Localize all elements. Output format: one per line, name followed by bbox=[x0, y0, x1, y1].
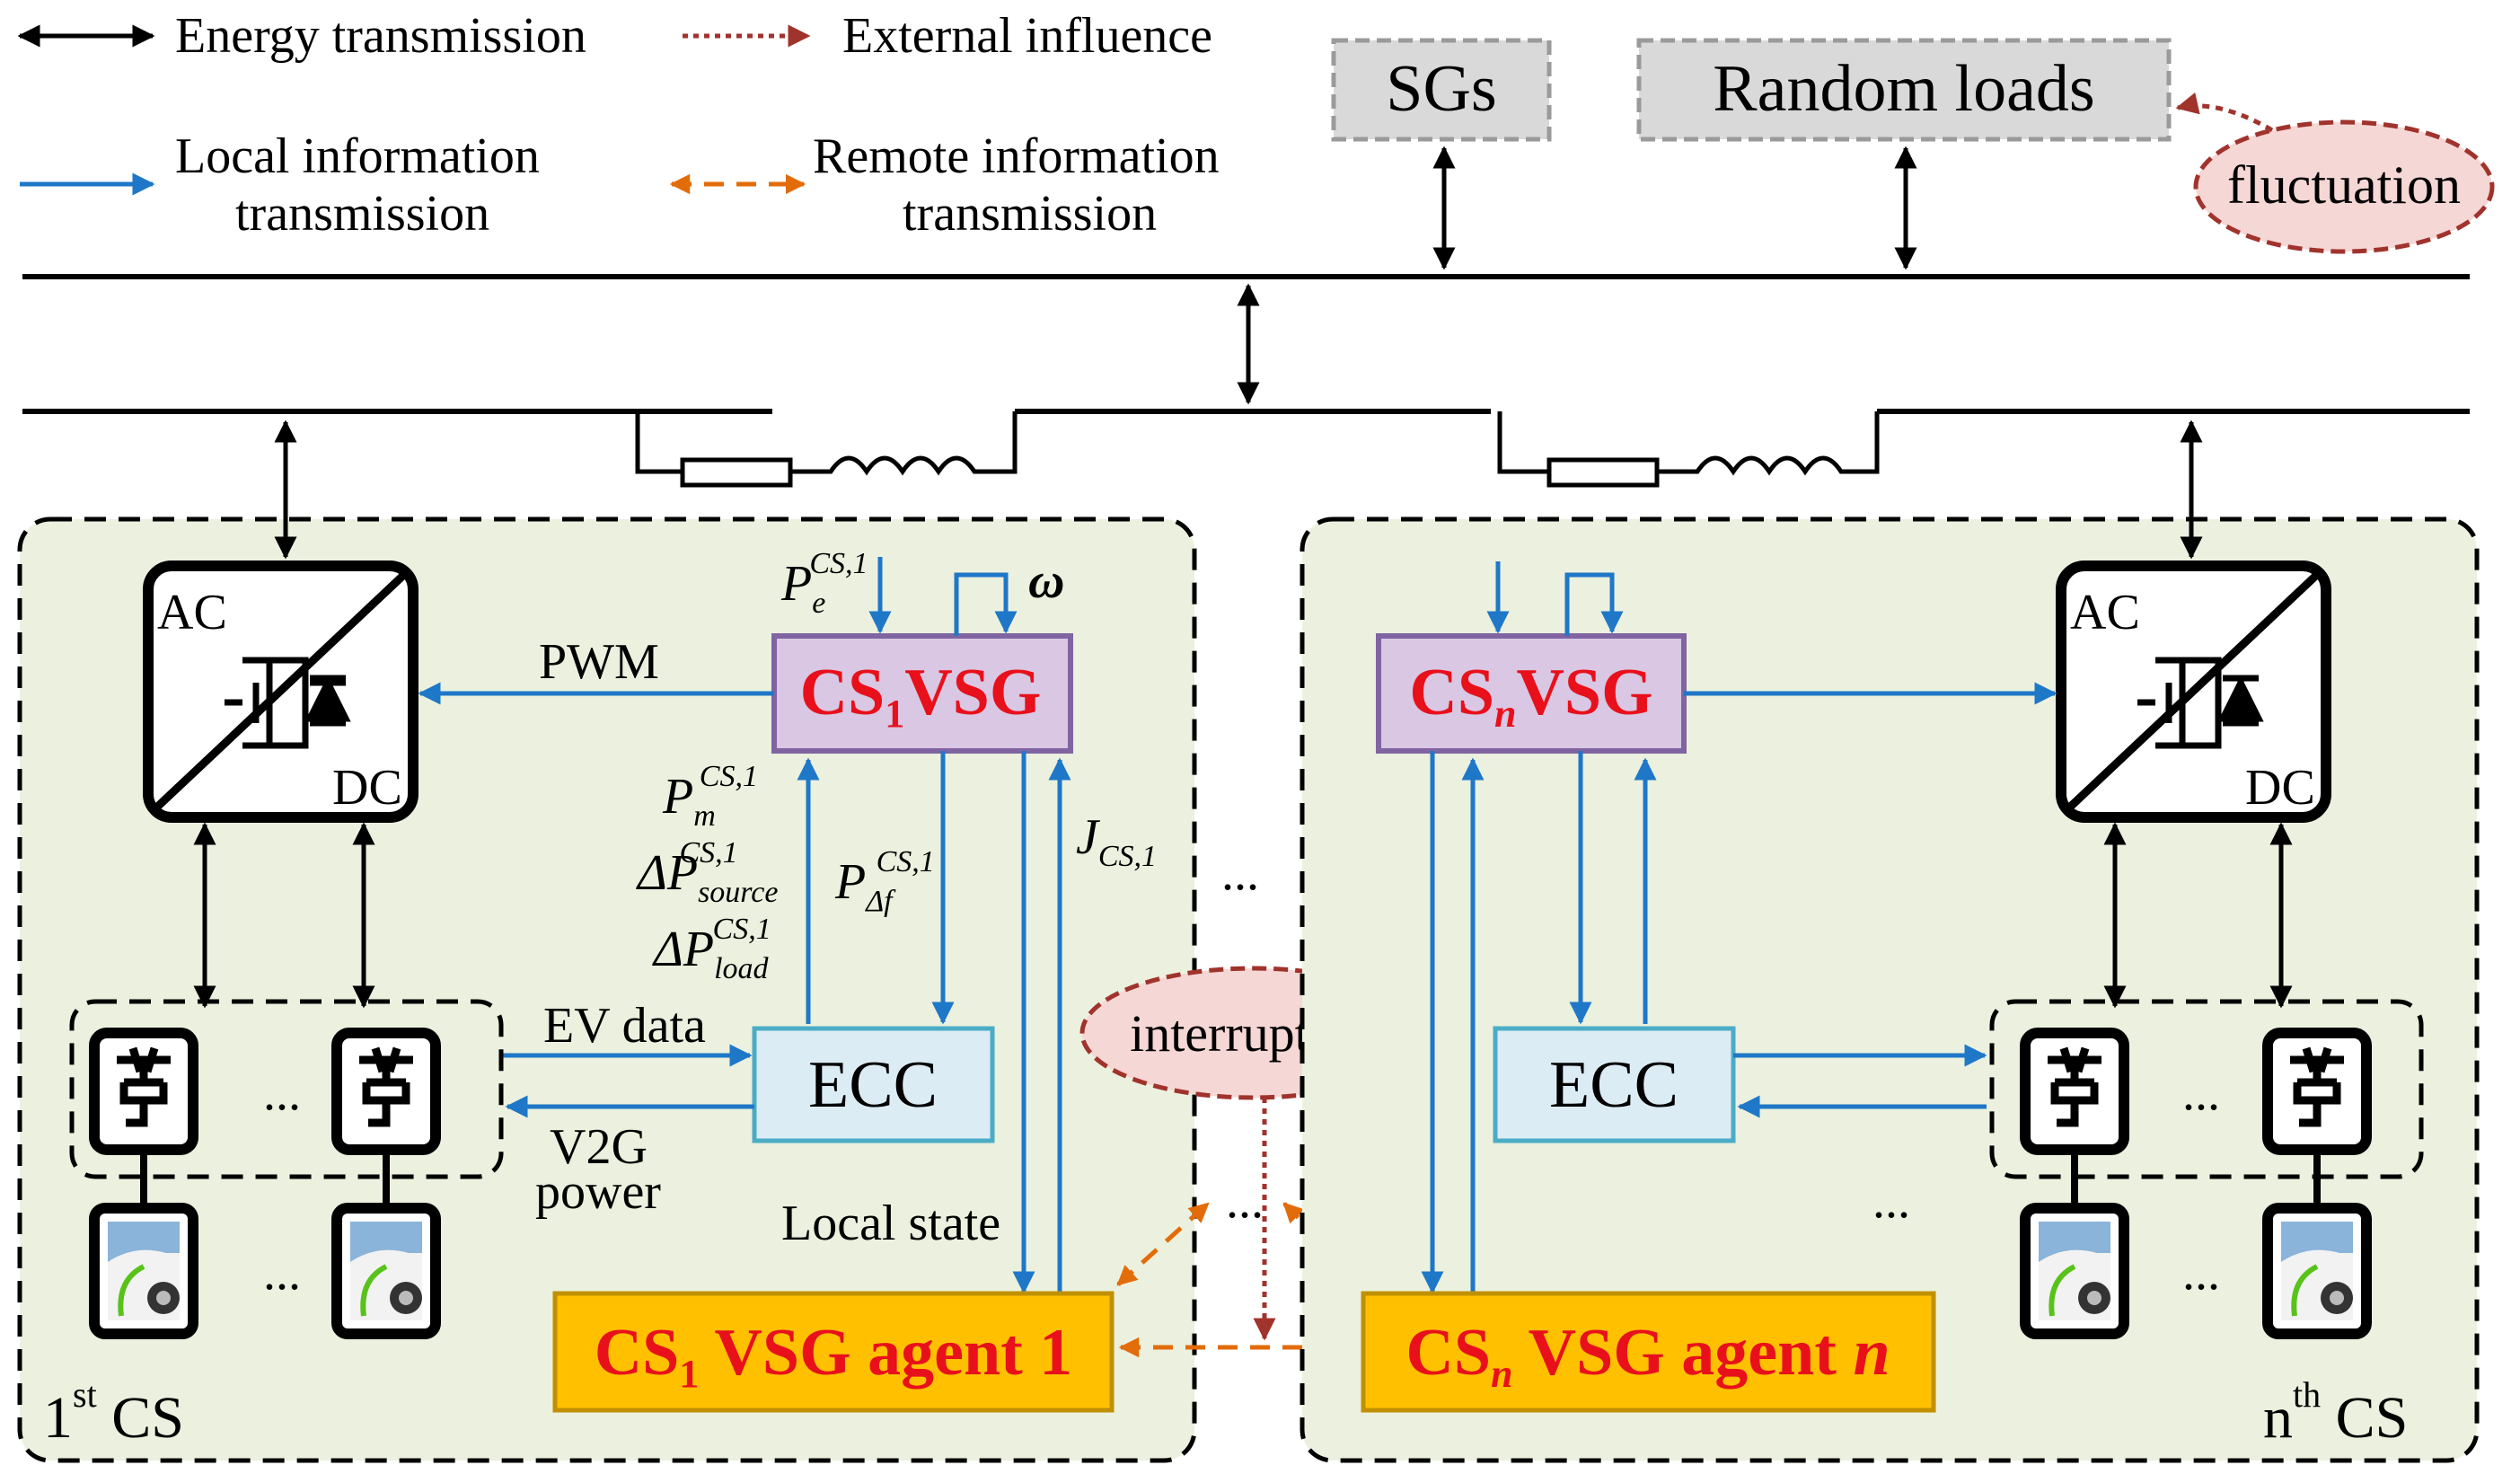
cs1-charger-icon-1 bbox=[94, 1033, 193, 1150]
cs1-pe-label: PeCS,1 bbox=[780, 547, 868, 620]
cs1-agent-label: CS1 VSG agent 1 bbox=[595, 1316, 1073, 1396]
middle-dots-top: ... bbox=[1221, 845, 1259, 901]
csn-dc-label: DC bbox=[2245, 760, 2315, 816]
csn-igbt-icon bbox=[2137, 657, 2264, 749]
cs1-igbt-icon bbox=[225, 657, 351, 749]
cs1-ecc-box bbox=[752, 1026, 995, 1143]
random-loads-box bbox=[1636, 38, 2172, 142]
legend-remote-line2: transmission bbox=[903, 186, 1157, 242]
cs1-omega-arrow bbox=[954, 572, 1018, 636]
cs1-label: 1st CS bbox=[43, 1374, 184, 1451]
cs1-ev-ellipsis: ... bbox=[263, 1245, 301, 1301]
cs1-ev-data-label: EV data bbox=[543, 998, 706, 1054]
csn-ac-label: AC bbox=[2070, 585, 2140, 640]
cs1-ev-icon-1 bbox=[94, 1208, 193, 1334]
cs1-local-state-label: Local state bbox=[781, 1196, 1000, 1251]
cs1-charger-ellipsis: ... bbox=[263, 1065, 301, 1121]
csn-ecc-label: ECC bbox=[1549, 1048, 1679, 1122]
cs1-vsg-box bbox=[771, 633, 1073, 754]
cs1-ac-label: AC bbox=[157, 585, 227, 640]
cs1-vsg-label: CS1VSG bbox=[800, 656, 1042, 736]
cs1-psource-label: ΔPsourceCS,1 bbox=[636, 836, 778, 909]
cs1-charger-group bbox=[69, 999, 504, 1179]
legend-energy-label: Energy transmission bbox=[175, 8, 586, 64]
csn-ev-icon-1 bbox=[2025, 1208, 2124, 1334]
cs1-ev-icon-2 bbox=[337, 1208, 436, 1334]
csn-ev-icon-2 bbox=[2268, 1208, 2366, 1334]
cs1-pdf-label: PΔfCS,1 bbox=[834, 845, 935, 918]
cs1-j-label: JCS,1 bbox=[1076, 809, 1157, 873]
random-loads-label: Random loads bbox=[1713, 52, 2094, 126]
cs1-pwm-label: PWM bbox=[539, 634, 659, 690]
fluctuation-label: fluctuation bbox=[2227, 155, 2461, 215]
legend: Energy transmission External influence L… bbox=[17, 8, 1220, 242]
csn-charger-ellipsis: ... bbox=[2182, 1065, 2220, 1121]
cs1-dc-label: DC bbox=[332, 760, 402, 816]
line-impedance-1 bbox=[635, 411, 1018, 476]
fluctuation-ellipse bbox=[2193, 119, 2495, 254]
sgs-box bbox=[1331, 38, 1552, 142]
csn-charger-group bbox=[1989, 999, 2424, 1179]
cs1-converter-diagonal bbox=[147, 567, 412, 816]
csn-panel: AC DC CSnVSG ECC ... ... ... bbox=[1300, 419, 2480, 1463]
sgs-label: SGs bbox=[1386, 52, 1496, 126]
csn-ev-ellipsis: ... bbox=[2182, 1245, 2220, 1301]
cs1-pload-label: ΔPloadCS,1 bbox=[652, 913, 771, 985]
cs1-omega-label: ω bbox=[1028, 553, 1065, 609]
cs1-ecc-label: ECC bbox=[808, 1048, 938, 1122]
grid-top: SGs Random loads fluctuation bbox=[22, 38, 2495, 488]
csn-agent-box bbox=[1361, 1291, 1936, 1413]
legend-external-label: External influence bbox=[842, 8, 1212, 64]
legend-local-line1: Local information bbox=[175, 128, 540, 184]
cs1-panel: AC DC CS1VSG PWM PeCS,1 ω PmCS,1 ΔPsourc… bbox=[17, 419, 1197, 1463]
csn-agent-label: CSn VSG agent n bbox=[1405, 1316, 1890, 1396]
legend-remote-line1: Remote information bbox=[813, 128, 1220, 184]
csn-side-ellipsis: ... bbox=[1872, 1173, 1910, 1229]
csn-converter-diagonal bbox=[2060, 567, 2325, 816]
remote-link-agent1 bbox=[1116, 1202, 1210, 1286]
csn-omega-arrow bbox=[1564, 572, 1624, 636]
csn-vsg-label: CSnVSG bbox=[1409, 656, 1652, 736]
fluctuation-influence-arrow bbox=[2175, 92, 2274, 133]
resistor-n-icon bbox=[1546, 457, 1660, 488]
resistor-1-icon bbox=[680, 457, 793, 488]
middle-dots-bottom: ... bbox=[1226, 1173, 1264, 1229]
cs1-pm-label: PmCS,1 bbox=[662, 760, 758, 833]
csn-label: nth CS bbox=[2263, 1374, 2408, 1451]
cs1-agent-box bbox=[552, 1291, 1115, 1413]
csn-charger-icon-1 bbox=[2025, 1033, 2124, 1150]
cs1-v2g-line1: V2G bbox=[550, 1119, 648, 1175]
legend-local-line2: transmission bbox=[235, 186, 489, 242]
cs1-v2g-line2: power bbox=[535, 1164, 661, 1220]
cs1-charger-icon-2 bbox=[337, 1033, 436, 1150]
remote-link-agentn bbox=[1282, 1202, 1367, 1286]
csn-charger-icon-2 bbox=[2268, 1033, 2366, 1150]
line-impedance-n bbox=[1497, 411, 1880, 476]
csn-ecc-box bbox=[1493, 1026, 1736, 1143]
